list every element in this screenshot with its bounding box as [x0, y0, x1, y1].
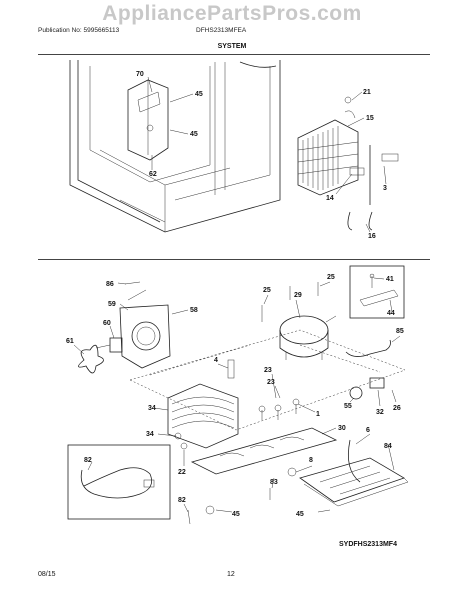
part-callout-23: 23	[267, 379, 275, 386]
part-callout-45: 45	[190, 131, 198, 138]
condenser-coil	[297, 96, 399, 231]
part-callout-62: 62	[149, 171, 157, 178]
part-callout-1: 1	[316, 411, 320, 418]
top-divider	[38, 54, 430, 55]
base-plate	[190, 427, 338, 475]
part-callout-83: 83	[270, 479, 278, 486]
part-callout-82: 82	[178, 497, 186, 504]
lower-condenser	[167, 383, 239, 449]
part-callout-61: 61	[66, 338, 74, 345]
watermark: AppliancePartsPros.com	[102, 2, 362, 25]
part-callout-60: 60	[103, 320, 111, 327]
inset-box	[349, 265, 405, 319]
fan-bracket	[119, 289, 171, 369]
part-callout-23: 23	[264, 367, 272, 374]
middle-divider	[38, 259, 430, 260]
fan-blade	[78, 344, 104, 374]
part-callout-29: 29	[294, 292, 302, 299]
part-callout-82: 82	[84, 457, 92, 464]
part-callout-86: 86	[106, 281, 114, 288]
part-callout-8: 8	[309, 457, 313, 464]
part-callout-21: 21	[363, 89, 371, 96]
part-callout-58: 58	[190, 307, 198, 314]
part-callout-14: 14	[326, 195, 334, 202]
start-relay	[369, 377, 385, 389]
part-callout-32: 32	[376, 409, 384, 416]
part-callout-22: 22	[178, 469, 186, 476]
part-callout-25: 25	[263, 287, 271, 294]
part-callout-4: 4	[214, 357, 218, 364]
footer-date: 08/15	[38, 571, 56, 578]
section-title: SYSTEM	[217, 43, 247, 50]
footer-page-number: 12	[227, 571, 235, 578]
part-callout-15: 15	[366, 115, 374, 122]
fan-motor	[95, 337, 123, 353]
part-callout-3: 3	[383, 185, 387, 192]
part-callout-26: 26	[393, 405, 401, 412]
part-callout-85: 85	[396, 328, 404, 335]
publication-number: Publication No: 5995665113	[38, 27, 120, 34]
part-callout-6: 6	[366, 427, 370, 434]
part-callout-70: 70	[136, 71, 144, 78]
overload	[349, 386, 363, 400]
diagram-code: SYDFHS2313MF4	[339, 541, 397, 548]
power-cord-inset	[67, 444, 171, 520]
part-callout-30: 30	[338, 425, 346, 432]
part-callout-41: 41	[386, 276, 394, 283]
part-callout-44: 44	[387, 310, 395, 317]
part-callout-84: 84	[384, 443, 392, 450]
model-number: DFHS2313MFEA	[196, 27, 247, 34]
evaporator-cover	[127, 79, 169, 161]
svg-text:45: 45	[296, 511, 304, 518]
part-callout-34: 34	[148, 405, 156, 412]
part-callout-34: 34	[146, 431, 154, 438]
part-callout-16: 16	[368, 233, 376, 240]
drain-pan	[299, 457, 409, 507]
part-callout-59: 59	[108, 301, 116, 308]
part-callout-45: 45	[232, 511, 240, 518]
part-callout-45: 45	[195, 91, 203, 98]
part-callout-55: 55	[344, 403, 352, 410]
part-callout-25: 25	[327, 274, 335, 281]
cabinet-drawing	[69, 60, 281, 233]
compressor	[279, 315, 337, 360]
